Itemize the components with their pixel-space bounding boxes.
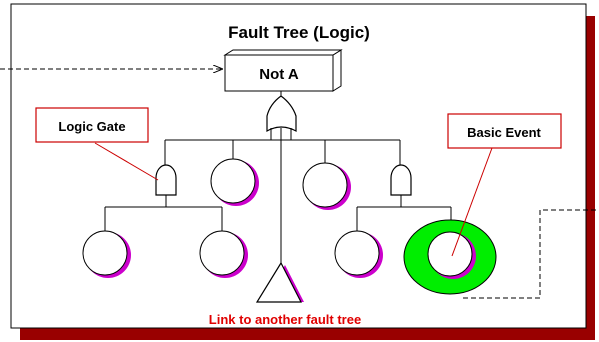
or-gate [266,95,297,133]
diagram-title: Fault Tree (Logic) [228,23,370,42]
highlighted-basic-event [403,219,497,295]
outgoing-link-line [463,209,599,299]
top-event-box: Not A [223,49,343,92]
basic-event-circle [199,230,248,278]
logic-gate-callout-pointer [94,142,159,181]
basic-event-circle [334,230,383,278]
logic-gate-callout-box [35,107,149,143]
basic-event-callout-pointer [451,147,493,257]
basic-event-callout-label: Basic Event [467,125,541,140]
basic-event-circle [302,162,351,210]
basic-event-callout-box [447,113,562,149]
top-event-label: Not A [259,66,299,83]
transfer-triangle [255,261,304,303]
logic-gate-callout-label: Logic Gate [58,119,125,134]
transfer-caption: Link to another fault tree [209,312,361,327]
basic-event-circle [82,230,131,278]
and-gate-right [390,164,412,196]
and-gate-left [155,164,177,196]
basic-event-circle [210,158,259,206]
